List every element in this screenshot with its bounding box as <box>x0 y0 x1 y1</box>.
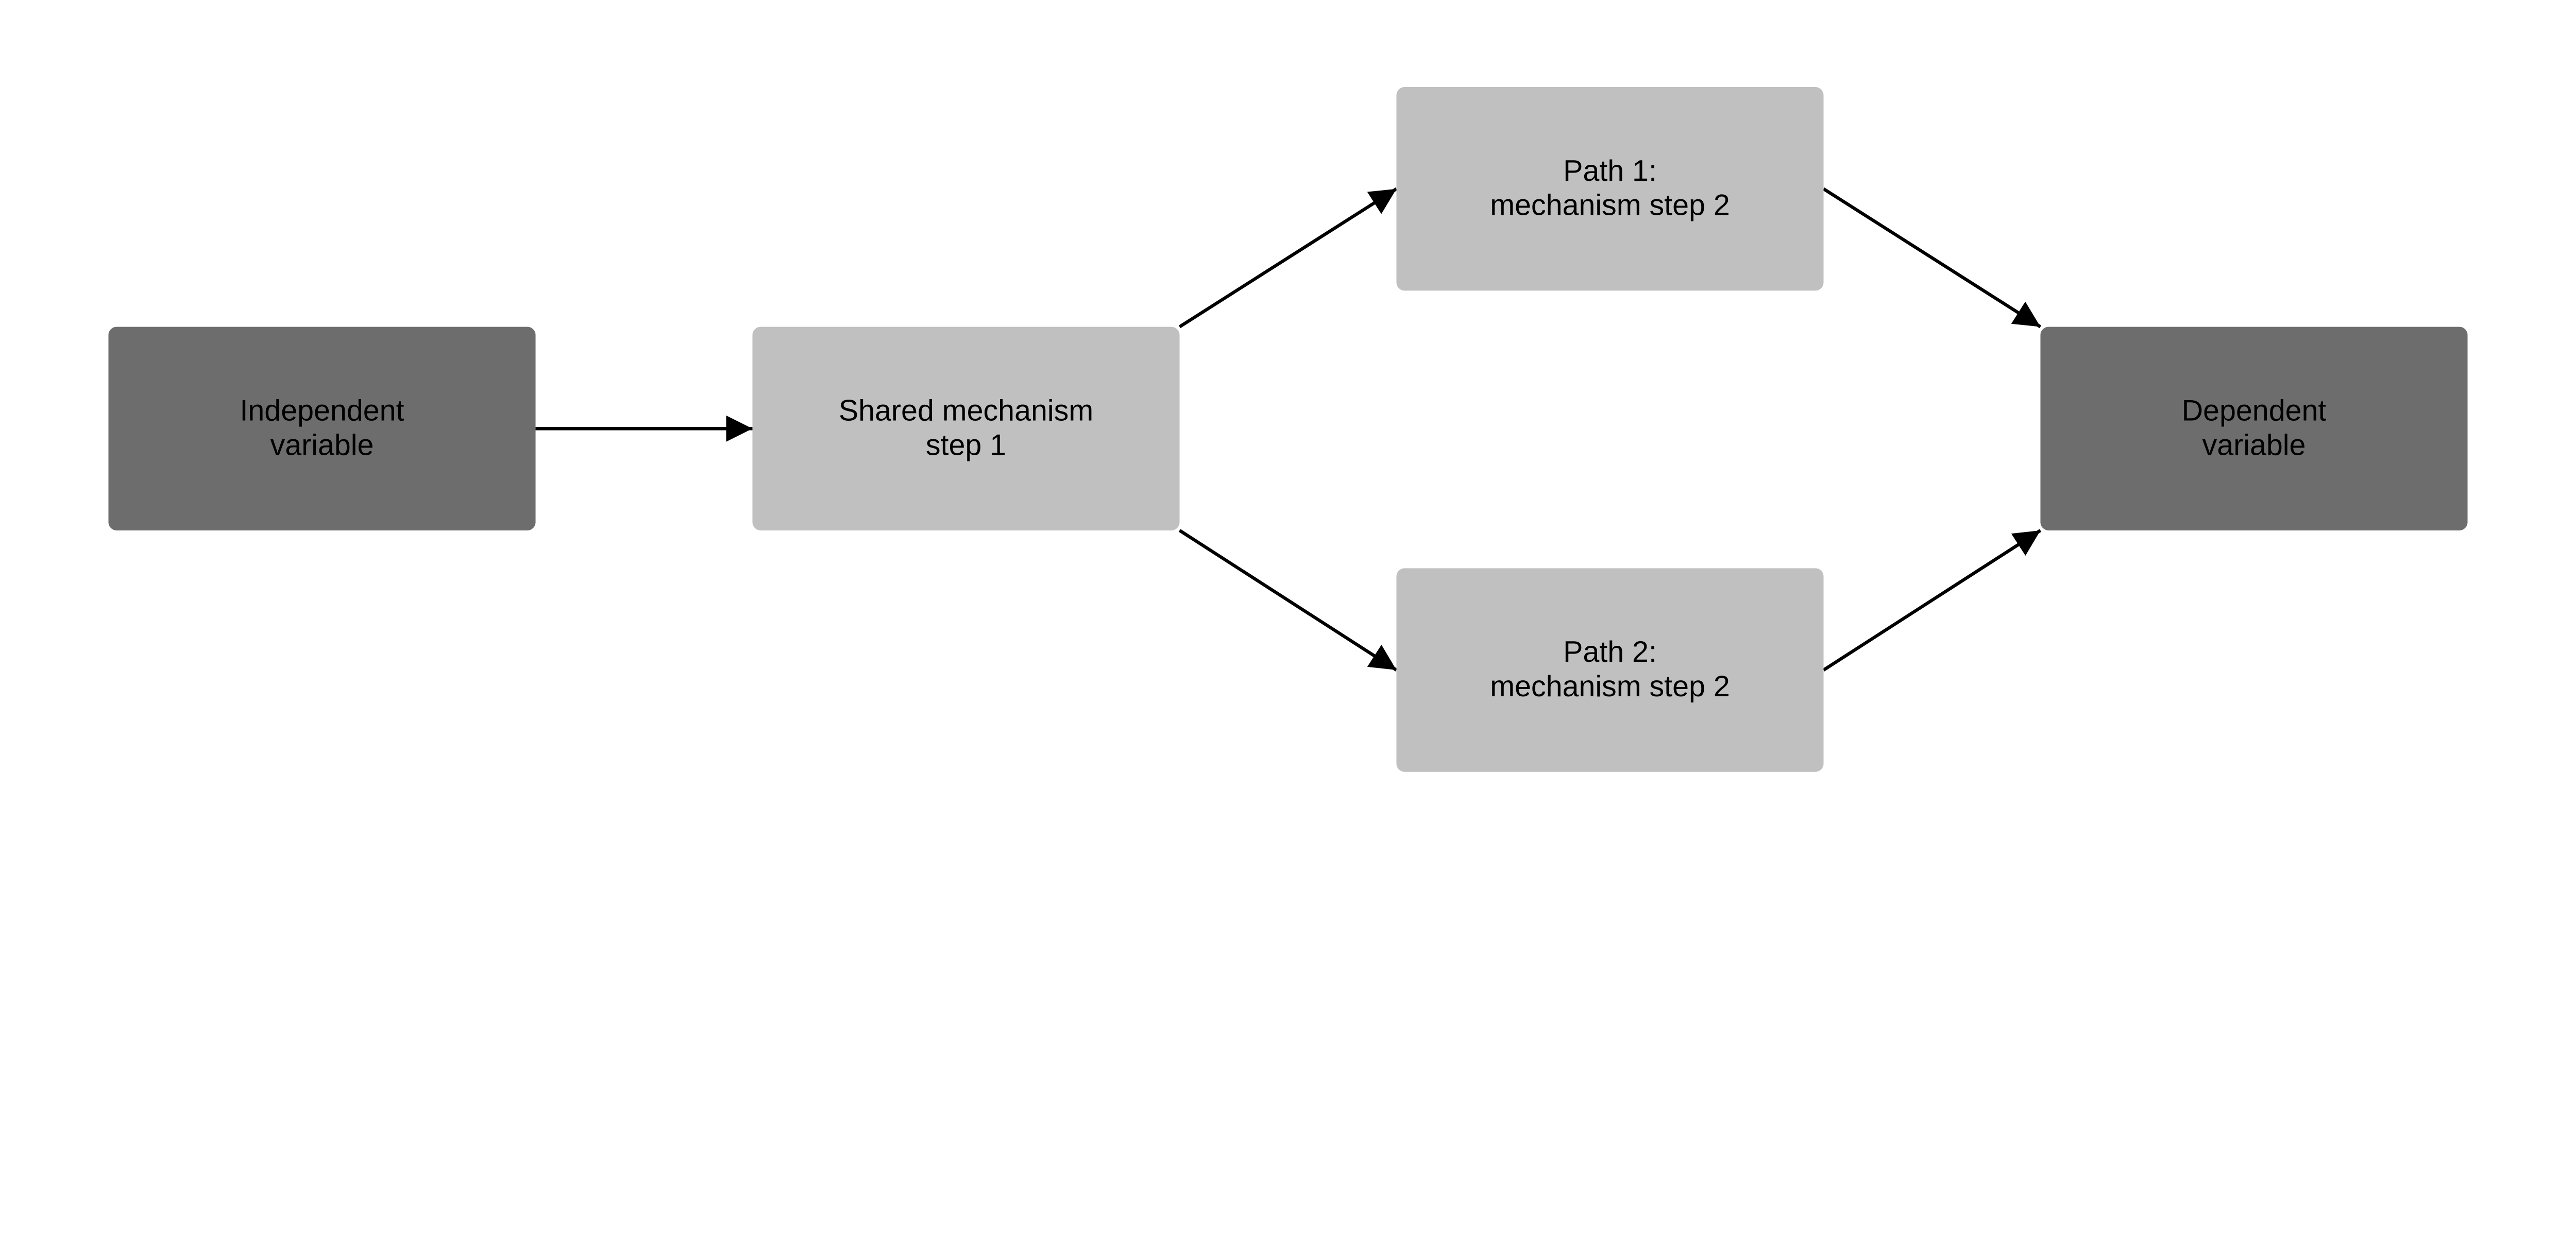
edge-path2-to-dv <box>1822 529 2042 672</box>
diagram-canvas: Independent variable Shared mechanism st… <box>108 87 2468 772</box>
node-label: variable <box>2202 428 2306 461</box>
node-label: Dependent <box>2182 394 2327 427</box>
node-dependent-variable: Dependent variable <box>2040 327 2468 530</box>
edge-shared-to-path1 <box>1178 187 1398 329</box>
edge-path1-to-dv <box>1822 187 2042 329</box>
node-label: mechanism step 2 <box>1490 189 1730 222</box>
node-independent-variable: Independent variable <box>108 327 536 530</box>
node-shared-mechanism: Shared mechanism step 1 <box>752 327 1180 530</box>
node-label: variable <box>270 428 374 461</box>
node-label: Path 1: <box>1563 154 1657 187</box>
edge-shared-to-path2 <box>1178 529 1398 672</box>
node-path-1: Path 1: mechanism step 2 <box>1396 87 1824 291</box>
node-path-2: Path 2: mechanism step 2 <box>1396 568 1824 772</box>
node-label: Shared mechanism <box>839 394 1093 427</box>
node-label: Independent <box>240 394 404 427</box>
node-label: step 1 <box>926 428 1006 461</box>
node-label: Path 2: <box>1563 636 1657 668</box>
node-label: mechanism step 2 <box>1490 670 1730 703</box>
